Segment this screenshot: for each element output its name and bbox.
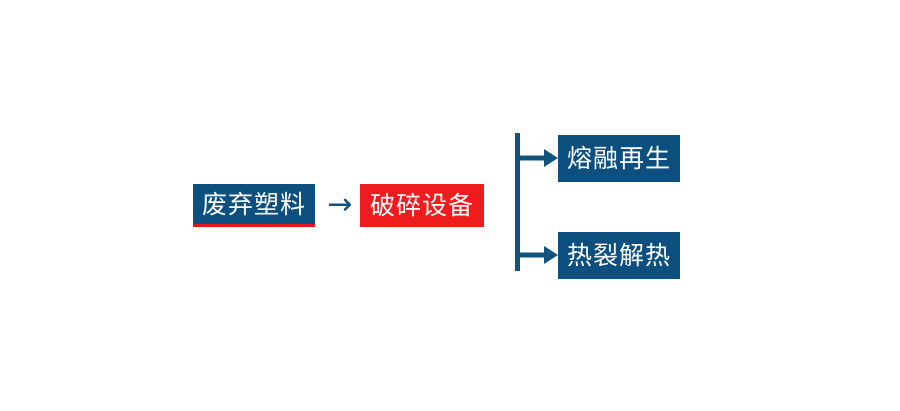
node-crushing-equipment[interactable]: 破碎设备 [360, 184, 484, 227]
branch-connector-icon [515, 133, 558, 271]
node-melt-regeneration-label: 熔融再生 [566, 144, 671, 173]
arrow-right-icon: → [320, 188, 360, 222]
node-melt-regeneration[interactable]: 熔融再生 [558, 135, 680, 182]
node-pyrolysis-heat[interactable]: 热裂解热 [558, 232, 680, 279]
arrow-right-glyph: → [327, 187, 353, 222]
node-crushing-equipment-label: 破碎设备 [369, 191, 474, 220]
node-pyrolysis-heat-label: 热裂解热 [566, 241, 671, 270]
node-waste-plastic-label: 废弃塑料 [201, 189, 306, 219]
node-waste-plastic[interactable]: 废弃塑料 [193, 184, 315, 227]
